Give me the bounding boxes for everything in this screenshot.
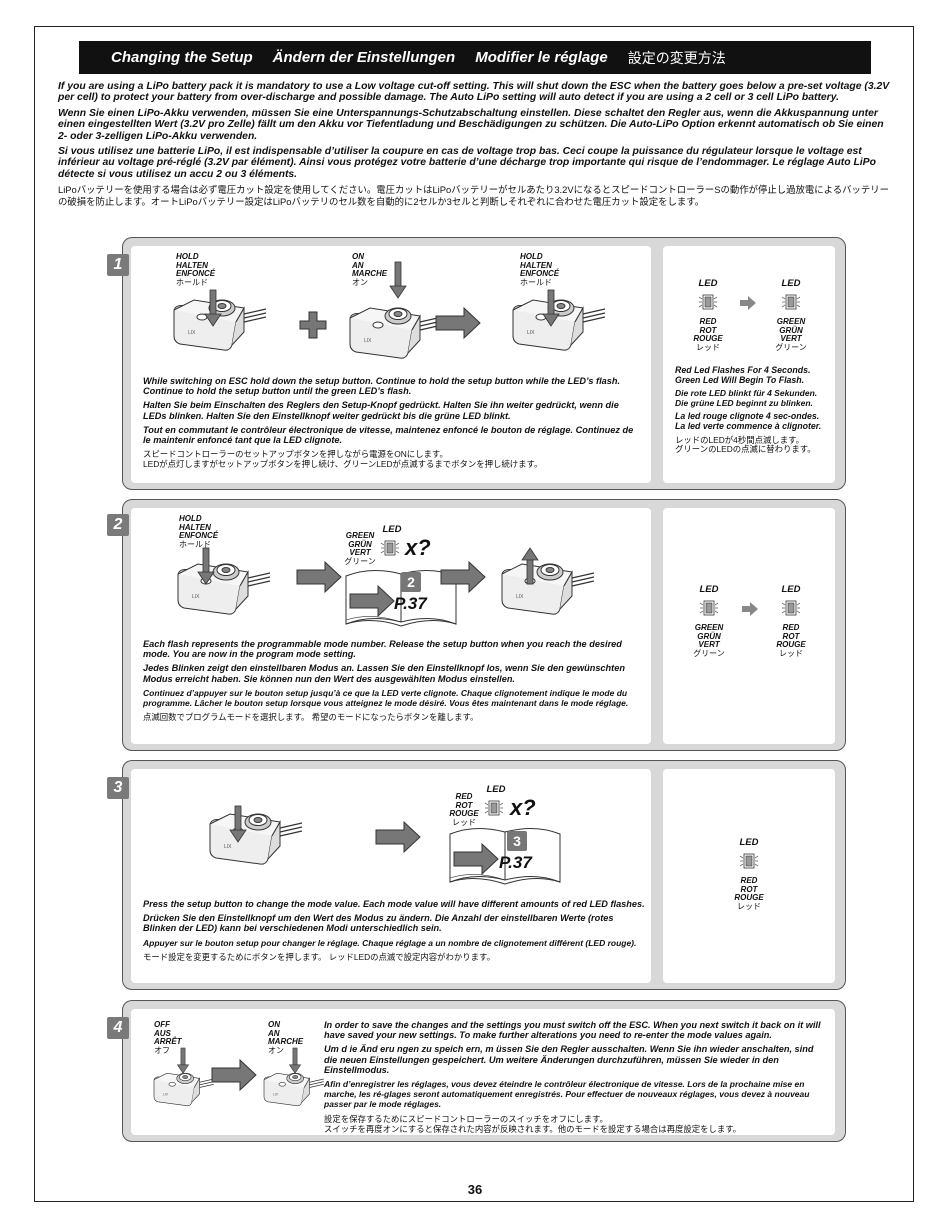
header-title-jp: 設定の変更方法 [627,49,726,66]
intro-en: If you are using a LiPo battery pack it … [58,81,890,104]
page-frame [34,26,914,1202]
step-3-led-panel [663,769,835,983]
step2-next-arrow-2 [440,561,486,593]
step1-press-arrow-2 [389,261,407,299]
step2-led-label: LED [382,524,402,535]
step3-book-arrow [453,843,499,875]
step-2-led-panel [663,508,835,744]
step2-led-icon [380,540,400,556]
step-1-main-panel [131,246,651,483]
step4-arrow-off [177,1047,189,1074]
step2-led-b-icon [781,600,801,616]
header-title-en: Changing the Setup [111,49,253,66]
step2-esc-2 [501,563,595,615]
step3-led-a-head: LED [739,837,759,848]
step3-times: x? [510,795,536,820]
step4-arrow-on [289,1047,301,1074]
intro-fr: Si vous utilisez une batterie LiPo, il e… [58,146,876,180]
step-3-main-panel [131,769,651,983]
step1-led-b-head: LED [781,278,801,289]
step2-led-a-icon [699,600,719,616]
step3-esc [209,813,303,865]
step-4-badge: 4 [107,1017,129,1039]
step2-led-arrow [742,602,758,616]
step2-led-a-head: LED [699,584,719,595]
step-2-box: 2 [107,499,846,751]
page-number: 36 [467,1182,483,1197]
step-1-box: 1 [107,237,846,490]
step3-press-arrow [229,805,247,843]
step2-esc-1 [177,563,271,615]
plus-icon [299,311,327,339]
step1-led-a-icon [698,294,718,310]
step3-led-icon [484,800,504,816]
step2-book-arrow [349,585,395,617]
step2-book-page: P.37 [394,594,427,613]
step3-led-label: LED [486,784,506,795]
step2-next-arrow-1 [296,561,342,593]
step2-times: x? [405,535,431,560]
step2-release-arrow [521,547,539,585]
step3-next-arrow [375,821,421,853]
step1-next-arrow [435,307,481,339]
header-title-de: Ändern der Einstellungen [272,49,456,66]
step-1-badge: 1 [107,254,129,276]
step1-led-arrow [740,296,756,310]
header-title-fr: Modifier le réglage [475,49,608,66]
section-header: Changing the Setup Ändern der Einstellun… [79,41,871,74]
step1-led-b-icon [781,294,801,310]
step-3-badge: 3 [107,777,129,799]
step3-led-a-icon [739,853,759,869]
step2-instructions: Each flash represents the programmable m… [143,639,629,723]
step1-esc-2 [349,307,443,359]
intro-text: If you are using a LiPo battery pack it … [58,81,894,211]
step1-led-a-head: LED [698,278,718,289]
step-1-led-panel [663,246,835,483]
step1-press-arrow-3 [542,289,560,327]
step1-press-arrow-1 [204,289,222,327]
step2-book-num: 2 [401,572,421,592]
step1-instructions: While switching on ESC hold down the set… [143,376,634,470]
step3-book-num: 3 [507,831,527,851]
step3-instructions: Press the setup button to change the mod… [143,899,645,962]
step-2-badge: 2 [107,514,129,536]
step4-next-arrow [211,1059,257,1091]
step2-press-arrow [197,547,215,585]
intro-de: Wenn Sie einen LiPo-Akku verwenden, müss… [58,107,884,142]
step-3-box: 3 [107,760,846,990]
step3-book-page: P.37 [499,853,532,872]
step4-instructions: In order to save the changes and the set… [324,1020,821,1134]
intro-jp: LiPoバッテリーを使用する場合は必ず電圧カット設定を使用してください。電圧カッ… [58,184,889,207]
step1-led-notes: Red Led Flashes For 4 Seconds. Green Led… [675,365,822,455]
step2-led-b-head: LED [781,584,801,595]
